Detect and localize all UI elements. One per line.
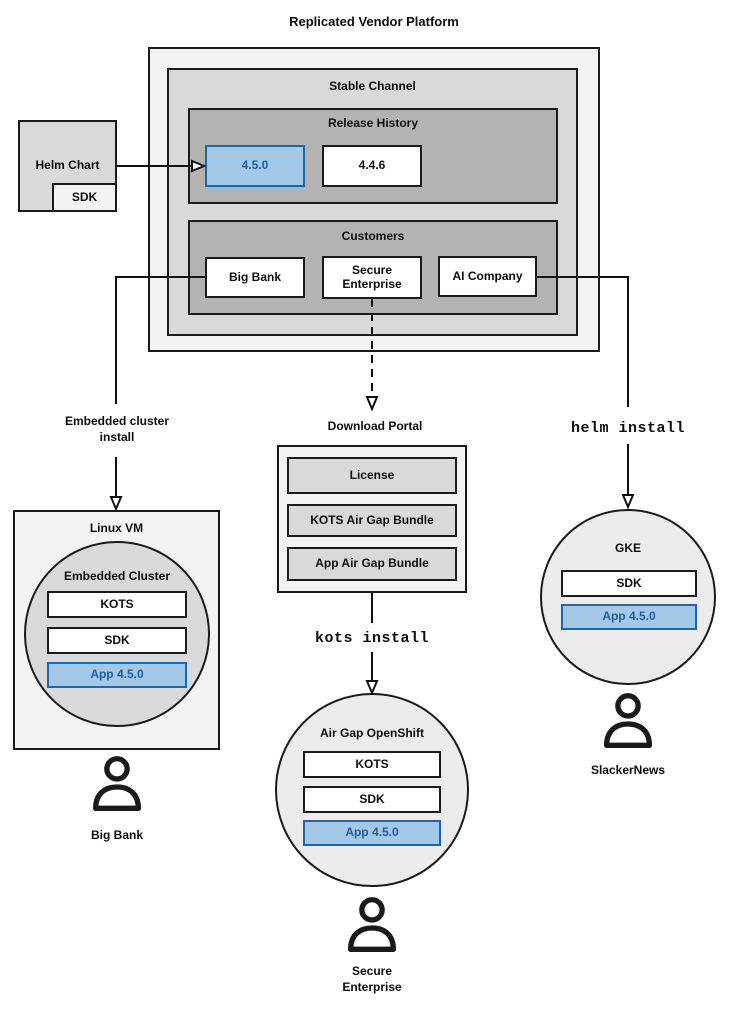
- arrowhead-linux-vm: [109, 496, 123, 512]
- customers-title: Customers: [341, 229, 405, 243]
- gke-app-box: App 4.5.0: [561, 604, 697, 630]
- helm-chart-sdk-box: SDK: [52, 183, 117, 212]
- gke-title: GKE: [614, 541, 641, 555]
- user-icon: [348, 897, 396, 952]
- license-box: License: [287, 457, 457, 494]
- download-portal-title: Download Portal: [327, 419, 423, 433]
- user-icon: [604, 693, 652, 748]
- arrowhead-gke: [621, 494, 635, 510]
- air-gap-openshift-title: Air Gap OpenShift: [319, 726, 424, 740]
- release-history-title: Release History: [327, 116, 419, 130]
- release-4-5-0: 4.5.0: [205, 145, 305, 187]
- kots-air-gap-bundle-box: KOTS Air Gap Bundle: [287, 504, 457, 537]
- customer-secure-enterprise: Secure Enterprise: [322, 256, 422, 299]
- stable-channel-title: Stable Channel: [329, 79, 416, 93]
- app-air-gap-bundle-box: App Air Gap Bundle: [287, 547, 457, 581]
- customer-big-bank: Big Bank: [205, 257, 305, 298]
- openshift-app-box: App 4.5.0: [303, 820, 441, 846]
- linux-vm-app-box: App 4.5.0: [47, 662, 187, 688]
- linux-vm-kots-box: KOTS: [47, 591, 187, 618]
- user-secure-enterprise-label: Secure Enterprise: [342, 964, 402, 994]
- linux-vm-title: Linux VM: [89, 521, 144, 535]
- embedded-cluster-install-label: Embedded cluster install: [64, 414, 170, 444]
- user-icon: [93, 756, 141, 811]
- customer-ai-company: AI Company: [438, 256, 537, 297]
- arrowhead-openshift: [365, 680, 379, 696]
- user-big-bank-label: Big Bank: [90, 828, 143, 842]
- kots-install-label: kots install: [314, 630, 430, 647]
- release-4-4-6: 4.4.6: [322, 145, 422, 187]
- gke-circle: [540, 509, 716, 685]
- helm-install-label: helm install: [570, 420, 686, 437]
- user-slackernews-label: SlackerNews: [590, 763, 666, 777]
- platform-title: Replicated Vendor Platform: [289, 14, 459, 29]
- arrowhead-download-portal: [365, 396, 379, 412]
- gke-sdk-box: SDK: [561, 570, 697, 597]
- linux-vm-sdk-box: SDK: [47, 627, 187, 654]
- embedded-cluster-title: Embedded Cluster: [63, 569, 171, 583]
- helm-chart-title: Helm Chart: [35, 158, 100, 172]
- openshift-kots-box: KOTS: [303, 751, 441, 778]
- openshift-sdk-box: SDK: [303, 786, 441, 813]
